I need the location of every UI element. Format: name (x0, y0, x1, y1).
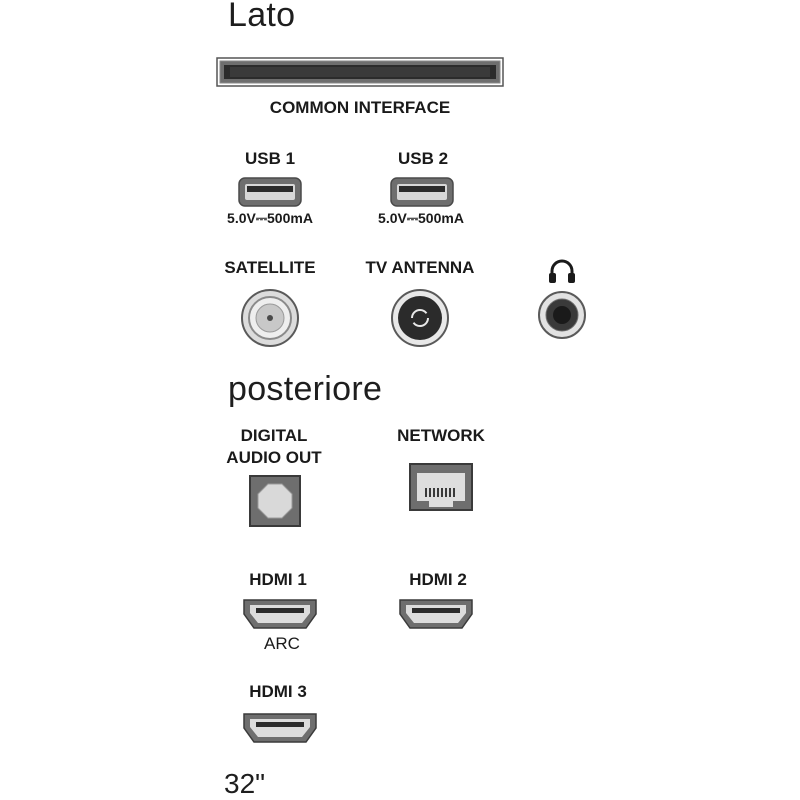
hdmi2-port-icon (398, 598, 474, 630)
common-interface-label: COMMON INTERFACE (269, 98, 451, 117)
satellite-connector-icon (241, 289, 299, 347)
optical-audio-port-icon (249, 475, 301, 527)
satellite-label: SATELLITE (224, 258, 316, 277)
common-interface-slot-icon (216, 57, 504, 87)
usb2-rating: 5.0V⎓500mA (378, 210, 464, 226)
usb1-label: USB 1 (244, 149, 296, 168)
hdmi1-arc-note: ARC (264, 634, 300, 653)
hdmi1-label: HDMI 1 (249, 570, 307, 589)
ethernet-port-icon (409, 463, 473, 511)
hdmi3-port-icon (242, 712, 318, 744)
hdmi3-label: HDMI 3 (249, 682, 307, 701)
usb2-port-icon (390, 177, 454, 207)
headphone-jack-icon (538, 291, 586, 339)
network-label: NETWORK (397, 426, 485, 445)
hdmi1-port-icon (242, 598, 318, 630)
usb2-label: USB 2 (397, 149, 449, 168)
tv-antenna-label: TV ANTENNA (365, 258, 475, 277)
tv-antenna-connector-icon (391, 289, 449, 347)
hdmi2-label: HDMI 2 (409, 570, 467, 589)
digital-audio-out-label-line2: AUDIO OUT (226, 448, 322, 467)
headphones-icon (548, 258, 576, 284)
section-title-rear: posteriore (228, 370, 383, 408)
usb1-rating: 5.0V⎓500mA (227, 210, 313, 226)
digital-audio-out-label-line1: DIGITAL (240, 426, 308, 445)
model-size-label: 32" (224, 768, 266, 799)
section-title-side: Lato (228, 0, 296, 34)
usb1-port-icon (238, 177, 302, 207)
